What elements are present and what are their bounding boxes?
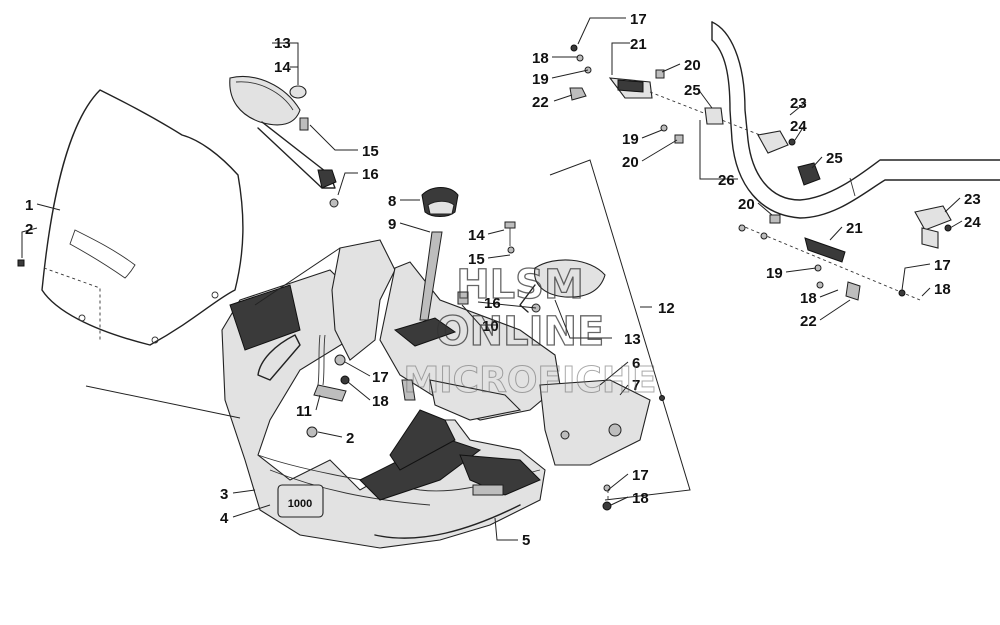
windshield	[41, 89, 244, 346]
callout-17: 17	[934, 257, 951, 274]
callout-8: 8	[388, 193, 396, 210]
callout-10: 10	[482, 318, 499, 335]
callout-18: 18	[800, 290, 817, 307]
callout-19: 19	[532, 71, 549, 88]
handlebar	[711, 21, 1000, 219]
model-badge: 1000	[288, 498, 312, 510]
callout-5: 5	[522, 532, 530, 549]
watermark: HLSM ONLINE MICROFICHE	[403, 261, 657, 401]
callout-18: 18	[372, 393, 389, 410]
callout-18: 18	[934, 281, 951, 298]
callout-13: 13	[624, 331, 641, 348]
callout-12: 12	[658, 300, 675, 317]
callout-25: 25	[826, 150, 843, 167]
screw-2-fairing	[306, 426, 318, 438]
callout-1: 1	[25, 197, 33, 214]
callout-16: 16	[362, 166, 379, 183]
callout-23: 23	[964, 191, 981, 208]
callout-17: 17	[632, 467, 649, 484]
watermark-line-2: ONLINE	[436, 309, 605, 355]
callout-15: 15	[468, 251, 485, 268]
callout-22: 22	[532, 94, 549, 111]
callout-19: 19	[766, 265, 783, 282]
callout-2: 2	[346, 430, 354, 447]
callout-25: 25	[684, 82, 701, 99]
watermark-line-3: MICROFICHE	[403, 360, 656, 401]
callout-2: 2	[25, 221, 33, 238]
mirror-left	[229, 76, 339, 208]
callout-6: 6	[632, 355, 640, 372]
callout-14: 14	[468, 227, 485, 244]
callout-17: 17	[372, 369, 389, 386]
callout-21: 21	[846, 220, 863, 237]
screw-2-left	[17, 259, 25, 267]
callout-13: 13	[274, 35, 291, 52]
callout-14: 14	[274, 59, 291, 76]
callout-18: 18	[532, 50, 549, 67]
handlebar-switch-lower	[738, 205, 952, 301]
callout-16: 16	[484, 295, 501, 312]
leader-lines	[21, 17, 963, 541]
handlebar-switch-upper	[569, 44, 821, 186]
callout-18: 18	[632, 490, 649, 507]
callout-3: 3	[220, 486, 228, 503]
callout-20: 20	[738, 196, 755, 213]
callout-24: 24	[790, 118, 807, 135]
callout-11: 11	[296, 403, 312, 420]
callout-17: 17	[630, 11, 647, 28]
watermark-line-1: HLSM	[456, 262, 584, 308]
callout-15: 15	[362, 143, 379, 160]
callout-9: 9	[388, 216, 396, 233]
light-harness	[313, 334, 350, 402]
mirror-center	[519, 259, 606, 313]
callout-21: 21	[630, 36, 647, 53]
callout-26: 26	[718, 172, 735, 189]
callout-7: 7	[632, 377, 640, 394]
callout-4: 4	[220, 510, 229, 527]
callout-20: 20	[684, 57, 701, 74]
antenna-assembly	[401, 187, 541, 401]
callout-23: 23	[790, 95, 807, 112]
callout-labels: 1 2 2 3 4 5 6 7 8 9 10 11 12 13 13 14 14…	[25, 11, 981, 549]
front-fairing: 1000	[221, 269, 546, 549]
callout-22: 22	[800, 313, 817, 330]
callout-19: 19	[622, 131, 639, 148]
callout-20: 20	[622, 154, 639, 171]
group-bracket-12	[549, 159, 691, 501]
callout-24: 24	[964, 214, 981, 231]
